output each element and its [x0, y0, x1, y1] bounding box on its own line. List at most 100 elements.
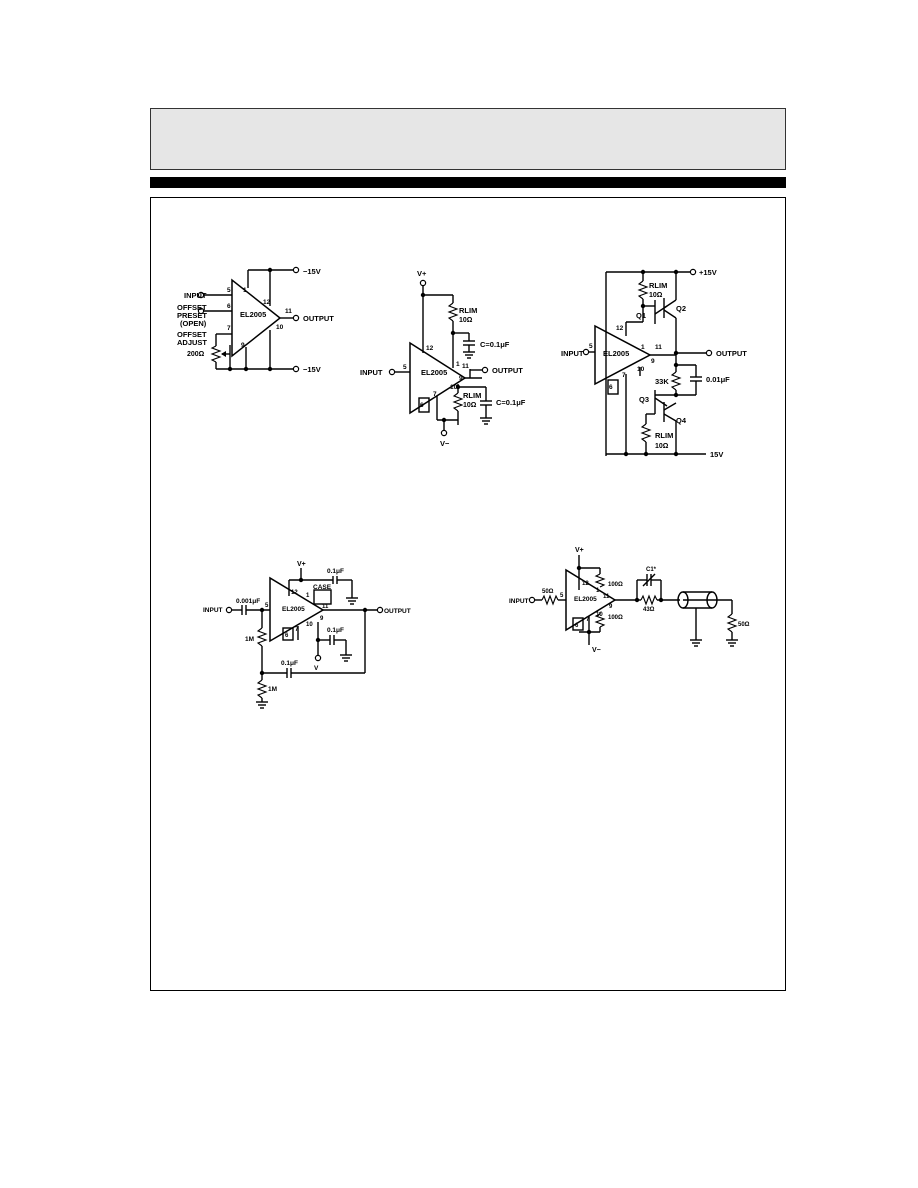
c4-pin: 11: [322, 604, 329, 610]
c3-pin: 10: [637, 366, 645, 373]
c1-adjust-label: ADJUST: [177, 338, 207, 347]
c2-rlim1-value: 10Ω: [459, 317, 473, 324]
c3-pin: 6: [609, 384, 613, 391]
c2-cap1-label: C=0.1μF: [480, 340, 510, 349]
c1-offset-preset-label: OFFSET: [177, 303, 207, 312]
c1-pin: 7: [227, 325, 231, 332]
c4-vminus-label: V: [314, 665, 319, 672]
circuit-transistor-booster: EL2005 +15V RLIM 10Ω Q1 Q2 12 INPUT: [561, 268, 747, 459]
c3-r33k-label: 33K: [655, 377, 669, 386]
c1-vtop-terminal: [292, 266, 300, 274]
c5-pin: 9: [609, 604, 613, 610]
c2-pin: 12: [426, 345, 434, 352]
c2-pin: 7: [433, 391, 437, 398]
c3-input-label: INPUT: [561, 349, 584, 358]
c4-cap-mid-label: 0.1μF: [327, 627, 344, 634]
c5-pin: 12: [582, 581, 589, 587]
c5-r100b-label: 100Ω: [608, 615, 623, 621]
c2-pin: 6: [420, 402, 424, 409]
c3-pin: 9: [651, 358, 655, 365]
c2-pin: 5: [403, 364, 407, 371]
c5-rload-label: 50Ω: [738, 622, 750, 628]
c5-pin: 11: [603, 594, 610, 600]
c3-q2-label: Q2: [676, 304, 686, 313]
c1-open-label: (OPEN): [180, 319, 207, 328]
c5-cap-label: C1*: [646, 567, 657, 573]
c1-input-label: INPUT: [184, 291, 207, 300]
c2-pin: 10: [450, 384, 458, 391]
c2-output-terminal: [481, 366, 489, 374]
c3-pin: 11: [655, 344, 662, 351]
c5-pin: 6: [575, 623, 579, 629]
c4-cap-top-label: 0.1μF: [327, 568, 344, 575]
header-box: [150, 108, 786, 170]
c2-amplifier: [409, 341, 467, 415]
c3-q1-label: Q1: [636, 311, 646, 320]
c4-input-label: INPUT: [203, 607, 223, 614]
c4-input-terminal: [225, 606, 233, 614]
c3-rlim2-label: RLIM: [655, 431, 673, 440]
c5-pin: 7: [586, 617, 590, 623]
c3-vplus-label: +15V: [699, 268, 717, 277]
c3-pin: 7: [622, 372, 626, 379]
c2-vminus-terminal: [440, 429, 448, 437]
c1-pin: 12: [263, 299, 271, 306]
c3-part-label: EL2005: [603, 349, 629, 358]
c3-rlim1-value: 10Ω: [649, 292, 663, 299]
c1-offset-adjust-label: OFFSET: [177, 330, 207, 339]
c1-output-terminal: [292, 314, 300, 322]
c1-output-label: OUTPUT: [303, 314, 334, 323]
c4-pin: 6: [285, 633, 289, 639]
c4-vminus-terminal: [314, 654, 322, 662]
c4-pin: 1: [306, 593, 310, 599]
c4-r2-label: 1M: [268, 686, 277, 693]
c1-part-label: EL2005: [240, 310, 266, 319]
c5-rser-label: 43Ω: [643, 607, 655, 613]
c4-part-label: EL2005: [282, 606, 305, 613]
circuit-cable-driver: EL2005 V+ 100Ω 12 1 11 INPUT 50Ω 5 9 C1*: [509, 547, 750, 654]
c5-pin: 1: [596, 588, 600, 594]
c1-vbot-terminal: [292, 365, 300, 373]
c5-part-label: EL2005: [574, 596, 597, 603]
c5-vplus-label: V+: [575, 547, 584, 554]
c3-q4-label: Q4: [676, 416, 687, 425]
c3-output-terminal: [705, 349, 713, 357]
c2-input-label: INPUT: [360, 368, 383, 377]
header-divider-bar: [150, 177, 786, 188]
c2-pin: 9: [459, 375, 463, 382]
c3-amplifier: [594, 324, 652, 386]
c1-preset-label: PRESET: [177, 311, 207, 320]
c3-pin: 12: [616, 325, 624, 332]
c5-r100a-label: 100Ω: [608, 582, 623, 588]
c2-pin: 1: [456, 361, 460, 368]
c2-rlim2-label: RLIM: [463, 391, 481, 400]
c2-vplus-label: V+: [417, 269, 427, 278]
c4-cap-fb-label: 0.1μF: [281, 660, 298, 667]
c4-pin: 5: [265, 603, 269, 609]
main-frame: [150, 197, 786, 991]
c5-rin-label: 50Ω: [542, 589, 554, 595]
c4-pin: 12: [291, 590, 298, 596]
c2-vplus-terminal: [419, 279, 427, 287]
c3-pin: 1: [641, 344, 645, 351]
circuit-ac-coupled: EL2005 V+ 12 0.1μF CASE 1 11 INPUT 0.001…: [203, 561, 411, 709]
c1-pot-value: 200Ω: [187, 351, 205, 358]
c2-vminus-label: V−: [440, 439, 450, 448]
c3-rlim2-value: 10Ω: [655, 443, 669, 450]
c2-cap2-label: C=0.1μF: [496, 398, 526, 407]
c5-vminus-label: V−: [592, 647, 601, 654]
c3-output-label: OUTPUT: [716, 349, 747, 358]
c3-q3-label: Q3: [639, 395, 649, 404]
c4-r1-label: 1M: [245, 636, 254, 643]
c1-vtop-label: −15V: [303, 267, 321, 276]
c1-pin: 9: [241, 342, 245, 349]
c3-cap-label: 0.01μF: [706, 375, 730, 384]
c2-part-label: EL2005: [421, 368, 447, 377]
c4-cap-in-label: 0.001μF: [236, 598, 260, 605]
c5-pin: 10: [596, 612, 603, 618]
c4-pin: 7: [295, 627, 299, 633]
c4-pin: 9: [320, 616, 324, 622]
c1-amplifier: [231, 278, 282, 358]
circuit-current-limit: EL2005 V+ RLIM 10Ω C=0.1μF 12 1 11 INPUT…: [360, 269, 526, 448]
